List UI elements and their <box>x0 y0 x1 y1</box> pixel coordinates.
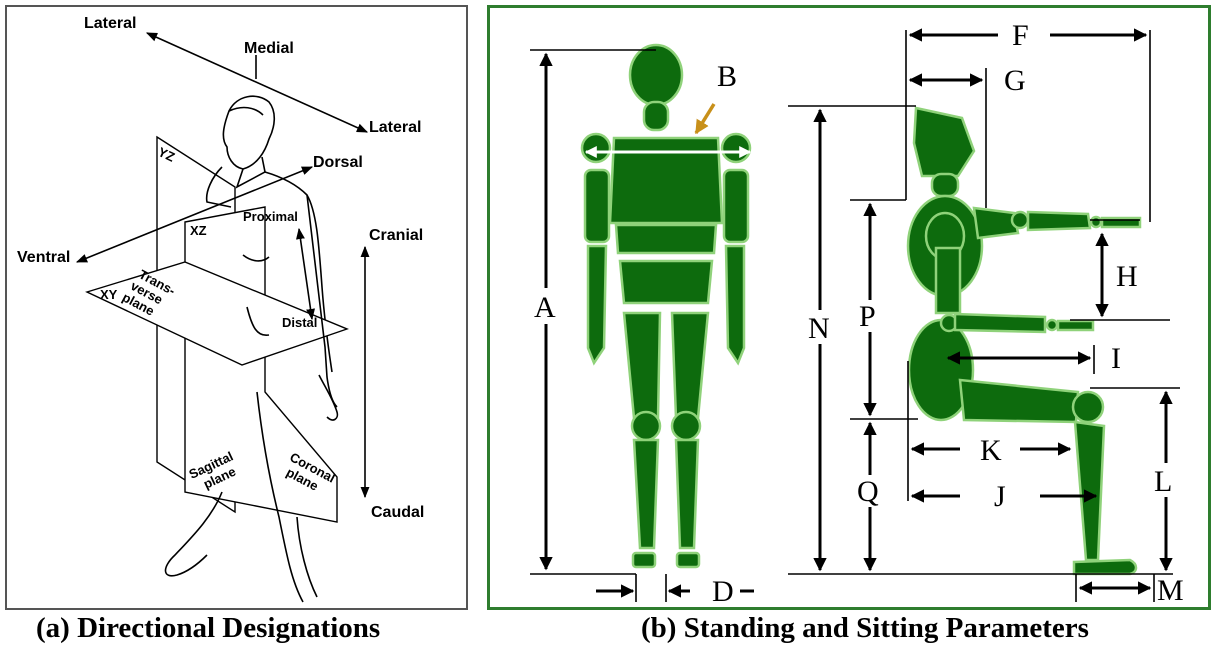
label-q: Q <box>857 475 879 508</box>
xy-label: XY <box>100 287 118 302</box>
lateral-right-label: Lateral <box>369 119 421 136</box>
label-k: K <box>980 434 1002 467</box>
label-l: L <box>1154 465 1172 498</box>
cranial-label: Cranial <box>369 227 423 244</box>
standing-figure <box>582 45 750 567</box>
label-b: B <box>717 60 737 93</box>
xz-label: XZ <box>190 223 207 238</box>
label-m: M <box>1157 574 1184 607</box>
anthropometric-diagram: A B D F G N P Q H I K J L M <box>490 8 1208 607</box>
dorsal-label: Dorsal <box>313 154 363 171</box>
caudal-label: Caudal <box>371 504 424 521</box>
label-f: F <box>1012 19 1029 52</box>
label-p: P <box>859 300 876 333</box>
caption-standing-sitting-parameters: (b) Standing and Sitting Parameters <box>641 612 1089 645</box>
ventral-label: Ventral <box>17 249 70 266</box>
standing-sitting-panel: A B D F G N P Q H I K J L M <box>487 5 1211 610</box>
label-h: H <box>1116 260 1138 293</box>
label-j: J <box>994 480 1006 513</box>
transverse-plane <box>87 262 347 365</box>
medial-label: Medial <box>244 40 294 57</box>
label-a: A <box>534 291 556 324</box>
proximal-label: Proximal <box>243 209 298 224</box>
label-i: I <box>1111 342 1121 375</box>
proximal-distal-axis <box>299 229 312 319</box>
directional-diagram: Lateral Medial Lateral Dorsal Ventral Cr… <box>7 7 466 608</box>
label-n: N <box>808 312 830 345</box>
dimension-b-pointer <box>696 104 714 133</box>
label-g: G <box>1004 64 1026 97</box>
distal-label: Distal <box>282 315 317 330</box>
directional-designations-panel: Lateral Medial Lateral Dorsal Ventral Cr… <box>5 5 468 610</box>
lateral-top-label: Lateral <box>84 15 136 32</box>
label-d: D <box>712 575 734 607</box>
caption-directional-designations: (a) Directional Designations <box>36 612 380 645</box>
sitting-figure <box>908 108 1140 574</box>
